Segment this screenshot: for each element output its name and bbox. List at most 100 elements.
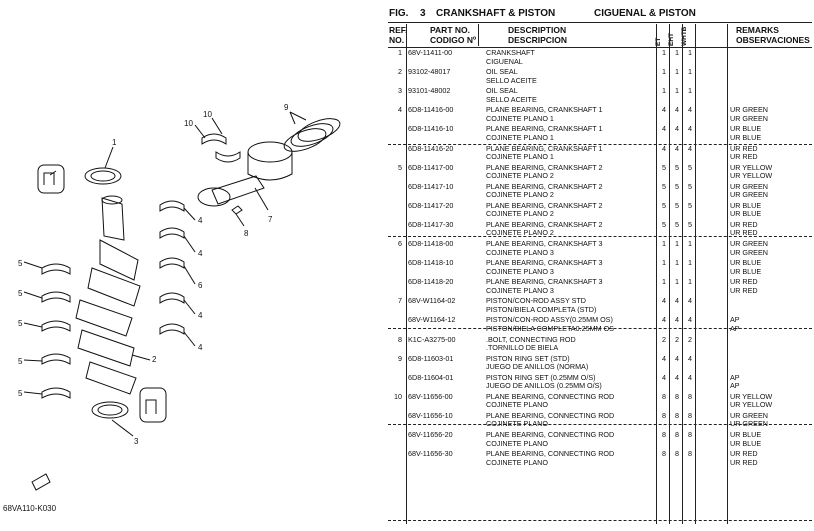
ref-no: 10 [394,391,402,401]
qty-whtb: 4 [688,124,692,134]
qty-whtb: 8 [688,410,692,420]
qty-whtb: 1 [688,48,692,57]
qty-et: 4 [662,296,666,306]
qty-whtb: 1 [688,258,692,268]
parts-diagram: 1 2 3 4 4 6 4 4 5 5 5 5 5 7 8 9 10 10 [18,103,341,491]
qty-eht: 4 [675,315,679,325]
col-divider [656,24,657,524]
part-number: K1C-A3275-00 [408,334,456,344]
callout-5a: 5 [18,259,23,268]
qty-whtb: 5 [688,162,692,172]
col-part: PART NO.CODIGO Nº [430,25,477,45]
oil-seal-upper [84,146,122,185]
ref-no: 3 [398,86,402,96]
qty-eht: 4 [675,353,679,363]
part-number: 93102-48017 [408,67,451,77]
description: PISTON RING SET (STD)JUEGO DE ANILLOS (N… [486,353,589,372]
qty-whtb: 4 [688,372,692,382]
callout-3: 3 [134,437,139,446]
part-number: 93101-48002 [408,86,451,96]
qty-eht: 1 [675,86,679,96]
part-number: 68V-W1164-02 [408,296,456,306]
part-number: 6D8-11604-01 [408,372,454,382]
qty-et: 4 [662,143,666,153]
qty-whtb: 1 [688,277,692,287]
qty-whtb: 5 [688,219,692,229]
callout-10a: 10 [184,119,193,128]
qty-whtb: 5 [688,181,692,191]
qty-et: 1 [662,48,666,57]
callout-1: 2 [152,355,157,364]
ref-no: 1 [398,48,402,57]
seal-detail-upper [37,164,65,194]
qty-whtb: 4 [688,315,692,325]
qty-eht: 5 [675,219,679,229]
qty-et: 1 [662,86,666,96]
callout-5e: 5 [18,389,23,398]
part-number: 6D8-11417-20 [408,200,454,210]
callout-4b: 4 [198,249,203,258]
col-divider [478,24,479,46]
oil-seal-lower [91,401,134,437]
col-divider [695,24,696,524]
col-divider [682,24,683,524]
conrod-bolt [231,205,245,227]
ref-no: 4 [398,105,402,115]
qty-whtb: 4 [688,143,692,153]
qty-eht: 4 [675,143,679,153]
piston-conrod-assembly [197,141,293,211]
part-number: 6D8-11417-00 [408,162,454,172]
qty-whtb: 5 [688,200,692,210]
callout-6: 6 [198,281,203,290]
part-number: 68V-11656-20 [408,430,453,439]
qty-et: 4 [662,353,666,363]
qty-eht: 4 [675,372,679,382]
ref-no: 8 [398,334,402,344]
qty-et: 2 [662,334,666,344]
qty-whtb: 1 [688,86,692,96]
qty-eht: 4 [675,124,679,134]
qty-whtb: 2 [688,334,692,344]
qty-whtb: 4 [688,296,692,306]
qty-eht: 1 [675,239,679,248]
callout-7: 7 [268,215,273,224]
table-top-rule [388,22,812,23]
ref-no: 5 [398,162,402,172]
part-number: 68V-W1164-12 [408,315,456,325]
callout-4c: 4 [198,311,203,320]
diagram-code: 68VA110-K030 [3,504,57,513]
qty-et: 4 [662,124,666,134]
piston-rings [283,111,341,152]
part-number: 68V-11656-30 [408,449,453,459]
qty-eht: 8 [675,391,679,401]
qty-whtb: 4 [688,353,692,363]
